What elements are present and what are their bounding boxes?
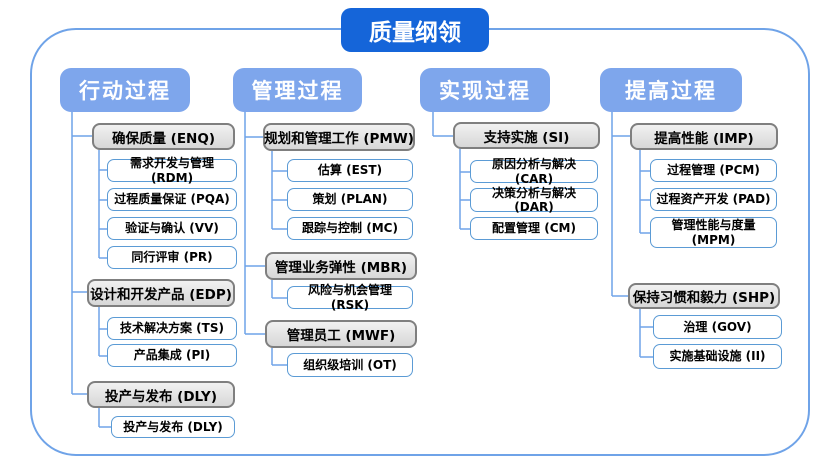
group-node-si: 支持实施 (SI) bbox=[453, 122, 600, 149]
leaf-node-ot: 组织级培训 (OT) bbox=[287, 353, 413, 377]
group-node-shp: 保持习惯和毅力 (SHP) bbox=[628, 283, 780, 309]
leaf-node-mc: 跟踪与控制 (MC) bbox=[287, 217, 413, 240]
leaf-node-vv: 验证与确认 (VV) bbox=[107, 217, 237, 240]
column-header-management-process: 管理过程 bbox=[233, 68, 362, 112]
leaf-node-dly: 投产与发布 (DLY) bbox=[111, 416, 235, 438]
leaf-node-pqa: 过程质量保证 (PQA) bbox=[107, 188, 237, 211]
leaf-node-dar: 决策分析与解决 (DAR) bbox=[470, 186, 598, 214]
leaf-node-pad: 过程资产开发 (PAD) bbox=[650, 188, 777, 211]
column-header-improvement-process: 提高过程 bbox=[600, 68, 742, 112]
column-1-connectors bbox=[71, 112, 111, 428]
column-header-implementation-process: 实现过程 bbox=[420, 68, 550, 112]
group-node-dly: 投产与发布 (DLY) bbox=[87, 381, 235, 408]
leaf-node-pi: 产品集成 (PI) bbox=[107, 344, 237, 367]
column-header-action-process: 行动过程 bbox=[60, 68, 190, 112]
leaf-node-plan: 策划 (PLAN) bbox=[287, 188, 413, 211]
leaf-node-car: 原因分析与解决 (CAR) bbox=[470, 157, 598, 186]
leaf-node-gov: 治理 (GOV) bbox=[653, 315, 782, 339]
group-node-mbr: 管理业务弹性 (MBR) bbox=[265, 252, 417, 280]
leaf-node-pr: 同行评审 (PR) bbox=[107, 246, 237, 269]
leaf-node-pcm: 过程管理 (PCM) bbox=[650, 159, 777, 182]
leaf-node-est: 估算 (EST) bbox=[287, 159, 413, 182]
diagram-title: 质量纲领 bbox=[341, 8, 489, 52]
group-node-enq: 确保质量 (ENQ) bbox=[92, 123, 235, 150]
group-node-pmw: 规划和管理工作 (PMW) bbox=[263, 123, 415, 151]
group-node-edp: 设计和开发产品 (EDP) bbox=[87, 279, 235, 307]
group-node-imp: 提高性能 (IMP) bbox=[630, 123, 778, 150]
column-3-connectors bbox=[432, 112, 470, 230]
group-node-mwf: 管理员工 (MWF) bbox=[265, 320, 417, 348]
column-2-connectors bbox=[244, 112, 287, 366]
column-4-connectors bbox=[611, 112, 653, 358]
leaf-node-ts: 技术解决方案 (TS) bbox=[107, 317, 237, 340]
leaf-node-mpm: 管理性能与度量 (MPM) bbox=[650, 217, 777, 248]
leaf-node-cm: 配置管理 (CM) bbox=[470, 217, 598, 240]
leaf-node-rsk: 风险与机会管理 (RSK) bbox=[287, 283, 413, 312]
leaf-node-ii: 实施基础设施 (II) bbox=[653, 344, 782, 369]
leaf-node-rdm: 需求开发与管理 (RDM) bbox=[107, 156, 237, 185]
